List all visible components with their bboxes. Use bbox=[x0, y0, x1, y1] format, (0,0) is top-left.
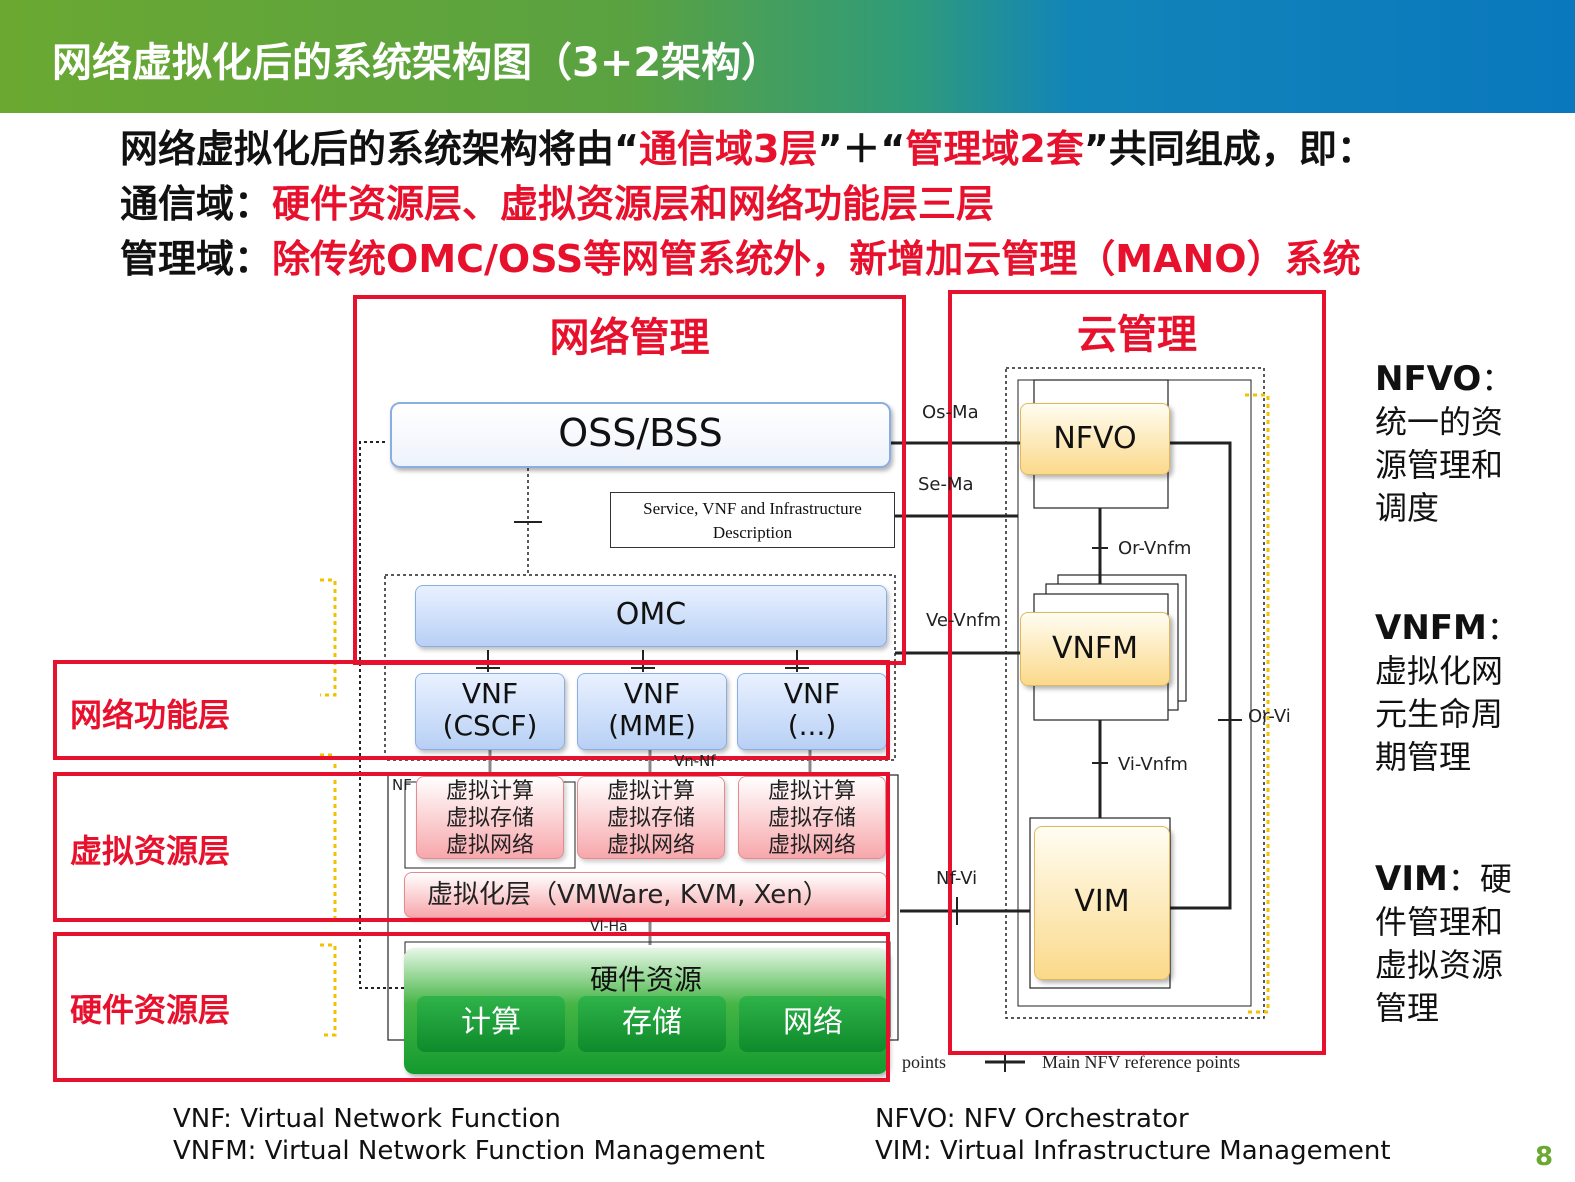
service-description-box: Service, VNF and Infrastructure Descript… bbox=[610, 492, 895, 548]
network-function-layer-box bbox=[53, 660, 890, 760]
intro-highlight: 通信域3层 bbox=[638, 127, 818, 171]
virtual-storage: 虚拟存储 bbox=[767, 806, 856, 831]
virtual-compute: 虚拟计算 bbox=[445, 779, 534, 804]
legend-points: points bbox=[902, 1052, 947, 1072]
intro-line-3: 管理域：除传统OMC/OSS等网管系统外，新增加云管理（MANO）系统 bbox=[120, 228, 1361, 283]
hardware-compute: 计算 bbox=[417, 996, 565, 1052]
intro-highlight: 管理域2套 bbox=[905, 127, 1084, 171]
ref-nf-vi: Nf-Vi bbox=[936, 868, 978, 889]
virtual-resource-box: 虚拟计算 虚拟存储 虚拟网络 bbox=[416, 776, 564, 859]
virtual-resource-layer-label: 虚拟资源层 bbox=[70, 832, 231, 870]
ref-os-ma: Os-Ma bbox=[922, 402, 979, 423]
vim-term: VIM bbox=[1375, 859, 1448, 899]
intro-text: ”＋“ bbox=[817, 127, 906, 171]
vnf-label: VNF bbox=[783, 677, 841, 710]
vim-box: VIM bbox=[1034, 826, 1170, 980]
page-title: 网络虚拟化后的系统架构图（3+2架构） bbox=[52, 40, 782, 86]
page-number: 8 bbox=[1535, 1142, 1554, 1172]
intro-line-1: 网络虚拟化后的系统架构将由“通信域3层”＋“管理域2套”共同组成，即： bbox=[120, 118, 1375, 173]
virtual-network: 虚拟网络 bbox=[606, 833, 695, 858]
nfvo-term: NFVO bbox=[1375, 359, 1482, 399]
virtual-resource-box: 虚拟计算 虚拟存储 虚拟网络 bbox=[738, 776, 886, 859]
vim-text: ：硬件管理和虚拟资源管理 bbox=[1375, 860, 1512, 1027]
intro-text: ”共同组成，即： bbox=[1083, 127, 1375, 171]
hardware-resource-layer-box bbox=[53, 932, 890, 1082]
vnfm-box: VNFM bbox=[1020, 612, 1170, 686]
vnf-sublabel: (...) bbox=[787, 709, 837, 742]
network-function-layer-label: 网络功能层 bbox=[70, 696, 231, 734]
hardware-network: 网络 bbox=[739, 996, 887, 1052]
ref-se-ma: Se-Ma bbox=[918, 474, 974, 495]
vnf-box-other: VNF (...) bbox=[737, 673, 887, 750]
virtual-storage: 虚拟存储 bbox=[445, 806, 534, 831]
footnote-vim: VIM: Virtual Infrastructure Management bbox=[875, 1136, 1391, 1166]
vnf-sublabel: (CSCF) bbox=[442, 709, 538, 742]
ref-vl-ha: Vl-Ha bbox=[590, 919, 628, 935]
ref-or-vnfm: Or-Vnfm bbox=[1118, 538, 1192, 559]
vnf-label: VNF bbox=[461, 677, 519, 710]
omc-box: OMC bbox=[415, 585, 887, 647]
ref-ve-vnfm: Ve-Vnfm bbox=[926, 610, 1002, 631]
hardware-storage: 存储 bbox=[578, 996, 726, 1052]
vnf-box-mme: VNF (MME) bbox=[577, 673, 727, 750]
hardware-resources-title: 硬件资源 bbox=[589, 963, 702, 996]
title-banner bbox=[0, 0, 1575, 113]
intro-text: 管理域： bbox=[120, 237, 273, 281]
cloud-management-title: 云管理 bbox=[1077, 312, 1197, 358]
virtual-resource-box: 虚拟计算 虚拟存储 虚拟网络 bbox=[577, 776, 725, 859]
ref-nf: NF bbox=[392, 776, 412, 794]
nfvo-text: ：统一的资源管理和调度 bbox=[1375, 360, 1514, 527]
footnote-vnf: VNF: Virtual Network Function bbox=[173, 1104, 561, 1134]
vnf-box-cscf: VNF (CSCF) bbox=[415, 673, 565, 750]
vnf-label: VNF bbox=[623, 677, 681, 710]
cloud-management-box bbox=[948, 290, 1326, 1055]
nfvo-description: NFVO：统一的资源管理和调度 bbox=[1375, 358, 1525, 530]
virtual-compute: 虚拟计算 bbox=[606, 779, 695, 804]
virtual-compute: 虚拟计算 bbox=[767, 779, 856, 804]
vnfm-term: VNFM bbox=[1375, 608, 1487, 648]
virtual-resource-layer-box bbox=[53, 772, 890, 922]
vnf-sublabel: (MME) bbox=[608, 709, 696, 742]
vnfm-text: ：虚拟化网元生命周期管理 bbox=[1375, 609, 1519, 776]
footnote-vnfm: VNFM: Virtual Network Function Managemen… bbox=[173, 1136, 765, 1166]
virtual-network: 虚拟网络 bbox=[767, 833, 856, 858]
legend-main-reference-points: Main NFV reference points bbox=[1042, 1052, 1241, 1072]
network-management-title: 网络管理 bbox=[549, 315, 710, 361]
hardware-resource-layer-label: 硬件资源层 bbox=[70, 991, 231, 1029]
ref-vn-nf: Vn-Nf bbox=[674, 752, 716, 770]
vim-description: VIM：硬件管理和虚拟资源管理 bbox=[1375, 858, 1525, 1030]
ref-or-vi: Or-Vi bbox=[1248, 706, 1291, 727]
footnote-nfvo: NFVO: NFV Orchestrator bbox=[875, 1104, 1189, 1134]
nfvo-box: NFVO bbox=[1020, 403, 1170, 475]
oss-bss-box: OSS/BSS bbox=[390, 402, 891, 468]
intro-text: 网络虚拟化后的系统架构将由“ bbox=[120, 127, 639, 171]
vnfm-description: VNFM：虚拟化网元生命周期管理 bbox=[1375, 607, 1525, 779]
virtualization-layer: 虚拟化层（VMWare, KVM, Xen） bbox=[404, 872, 887, 918]
intro-highlight: 硬件资源层、虚拟资源层和网络功能层三层 bbox=[272, 182, 995, 226]
intro-text: 通信域： bbox=[120, 182, 273, 226]
intro-highlight: 除传统OMC/OSS等网管系统外，新增加云管理（MANO）系统 bbox=[272, 237, 1361, 281]
virtual-storage: 虚拟存储 bbox=[606, 806, 695, 831]
virtual-network: 虚拟网络 bbox=[445, 833, 534, 858]
ref-vi-vnfm: Vi-Vnfm bbox=[1118, 754, 1188, 775]
intro-line-2: 通信域：硬件资源层、虚拟资源层和网络功能层三层 bbox=[120, 173, 994, 228]
